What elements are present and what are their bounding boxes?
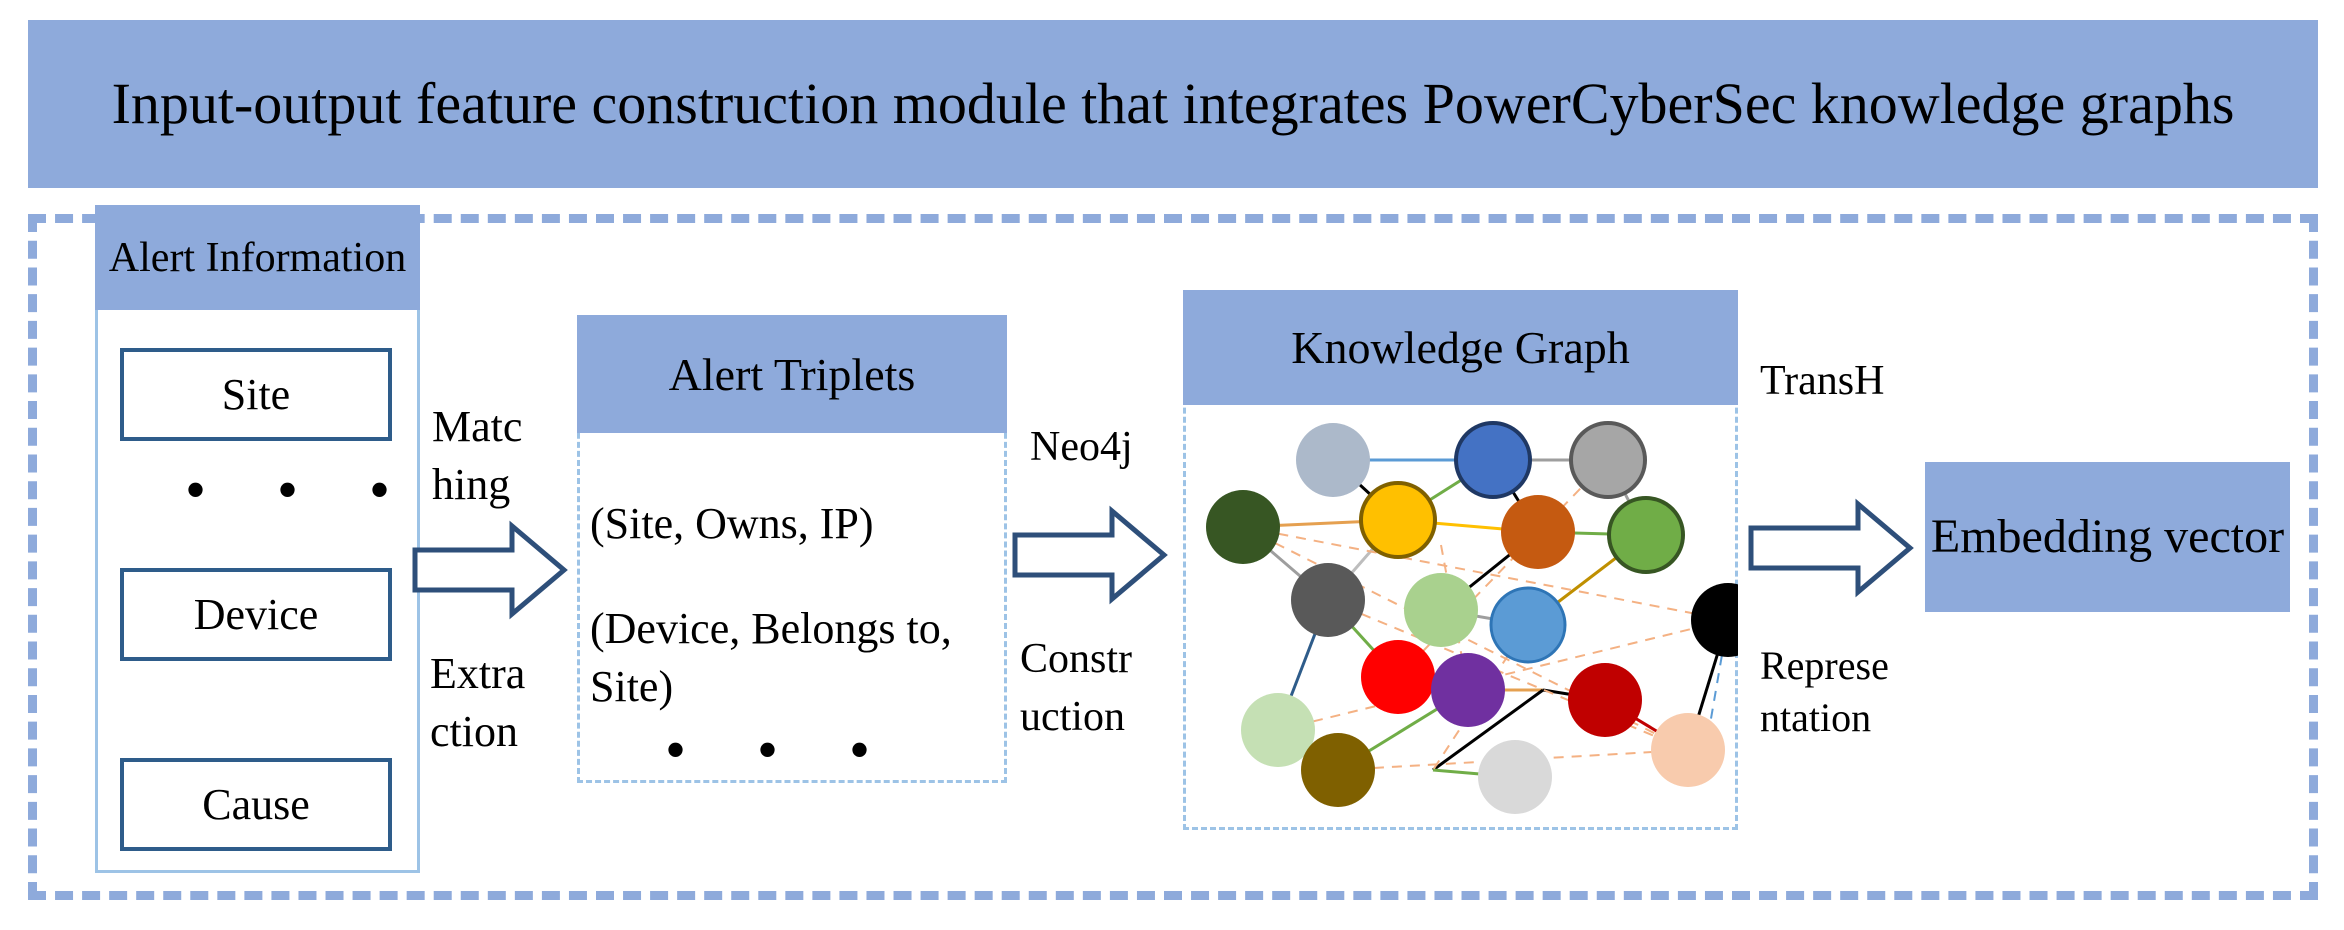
matching-label: Matc hing	[432, 402, 523, 509]
construction-label: Constr uction	[1020, 636, 1133, 740]
construction-arrow-icon	[1012, 505, 1168, 605]
module-title: Input-output feature construction module…	[28, 20, 2318, 188]
extraction-label: Extra ction	[430, 649, 526, 756]
neo4j-label: Neo4j	[1030, 424, 1133, 470]
representation-arrow-icon	[1748, 498, 1914, 598]
knowledge-graph-network	[1206, 421, 1738, 814]
representation-label: Represe ntation	[1760, 643, 1889, 740]
field-site-label: Site	[221, 370, 291, 419]
matching-arrow-icon	[412, 520, 568, 620]
alert-information-heading: Alert Information	[95, 205, 420, 310]
alert-triplets-heading: Alert Triplets	[577, 315, 1007, 433]
triplets-ellipsis: • • •	[665, 717, 899, 783]
embedding-vector-label: Embedding vector	[1930, 510, 2285, 563]
field-device: Device	[120, 568, 392, 661]
knowledge-graph-heading: Knowledge Graph	[1183, 290, 1738, 405]
module-frame	[28, 214, 2318, 900]
field-device-label: Device	[193, 590, 319, 639]
field-cause: Cause	[120, 758, 392, 851]
alert-fields-ellipsis: • • •	[185, 457, 419, 523]
transh-label: TransH	[1760, 358, 1885, 404]
triplet-site-owns-ip: (Site, Owns, IP)	[590, 499, 874, 548]
triplet-device-belongs-site: (Device, Belongs to, Site)	[590, 604, 952, 711]
embedding-vector-box: Embedding vector	[1925, 462, 2290, 612]
field-site: Site	[120, 348, 392, 441]
field-cause-label: Cause	[202, 780, 310, 829]
